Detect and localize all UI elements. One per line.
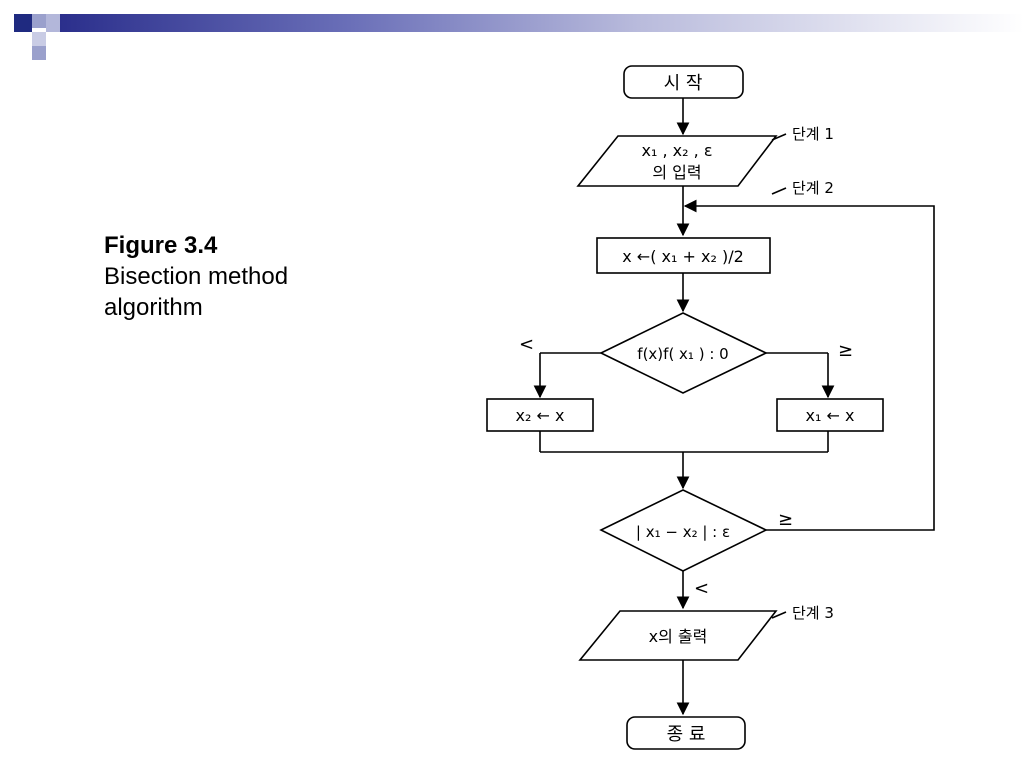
midpoint-label: x ←( x₁ + x₂ )/2 bbox=[622, 247, 744, 266]
assign-x2-process bbox=[486, 398, 594, 432]
figure-description-line2: algorithm bbox=[104, 294, 203, 321]
decor-square-small bbox=[32, 32, 46, 46]
connector-loop-back bbox=[683, 199, 935, 531]
output-parallelogram bbox=[578, 610, 778, 661]
end-label: 종 료 bbox=[667, 724, 706, 745]
assign-x1-process bbox=[776, 398, 884, 432]
output-label: x의 출력 bbox=[649, 627, 708, 646]
figure-number: Figure 3.4 bbox=[104, 232, 218, 259]
midpoint-process bbox=[596, 237, 771, 274]
input-line2: 의 입력 bbox=[652, 163, 701, 182]
decor-square-dark bbox=[14, 14, 32, 32]
figure-description-line1: Bisection method bbox=[104, 263, 289, 290]
decision1-label: f(x)f( x₁ ) : 0 bbox=[637, 345, 728, 363]
branch-geq-label: ≥ bbox=[838, 340, 853, 361]
step3-leader bbox=[771, 611, 787, 619]
decor-square-light bbox=[32, 14, 46, 28]
start-label: 시 작 bbox=[664, 73, 703, 94]
input-parallelogram bbox=[576, 135, 778, 187]
step2-leader bbox=[771, 187, 787, 195]
step2-label: 단계 2 bbox=[792, 179, 834, 197]
step1-label: 단계 1 bbox=[792, 125, 834, 143]
assign-left-label: x₂ ← x bbox=[516, 406, 565, 425]
end-terminal bbox=[626, 716, 746, 750]
decision2-label: | x₁ − x₂ | : ε bbox=[636, 523, 730, 541]
branch2-geq-label: ≥ bbox=[778, 509, 793, 530]
branch-less-label: < bbox=[519, 334, 534, 355]
decor-square-mid bbox=[46, 14, 60, 32]
assign-right-label: x₁ ← x bbox=[806, 406, 855, 425]
figure-caption: Figure 3.4 Bisection method algorithm bbox=[104, 230, 404, 323]
input-line1: x₁ , x₂ , ε bbox=[642, 141, 713, 160]
decision-sign-check bbox=[599, 312, 768, 394]
branch2-less-label: < bbox=[694, 578, 709, 599]
title-gradient-bar bbox=[60, 14, 1024, 32]
step1-leader bbox=[771, 133, 787, 141]
decor-square-bottom bbox=[32, 46, 46, 60]
step3-label: 단계 3 bbox=[792, 604, 834, 622]
